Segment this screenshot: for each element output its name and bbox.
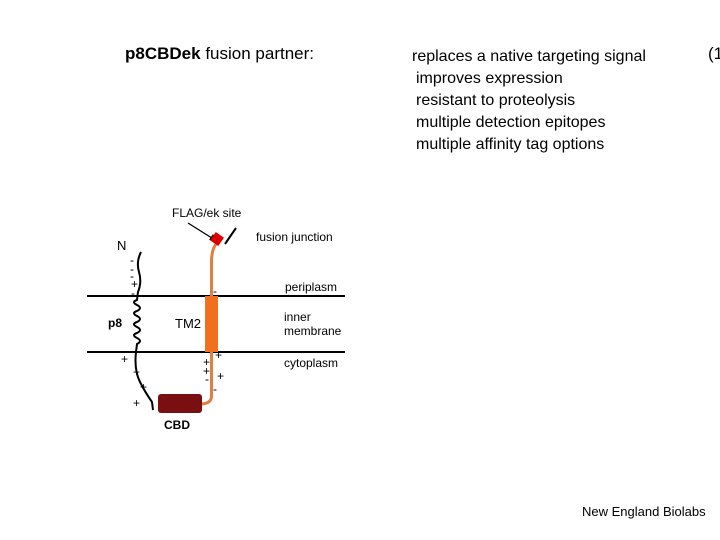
charge-minus: -: [131, 286, 135, 300]
p8-chain: [133, 251, 154, 411]
charge-minus: -: [213, 284, 217, 298]
feature-item: multiple detection epitopes: [416, 114, 606, 131]
charge-plus: +: [217, 369, 225, 383]
heading: p8CBDek fusion partner:: [125, 44, 314, 64]
feature-list: replaces a native targeting signal impro…: [412, 46, 646, 156]
tm2-label: TM2: [175, 316, 201, 331]
flag-label: FLAG/ek site: [172, 206, 242, 220]
fusion-junction-mark: [224, 227, 237, 245]
charge-plus: +: [215, 348, 223, 362]
fusion-junction-label: fusion junction: [256, 230, 333, 244]
flag-tag: [210, 232, 224, 246]
clipped-text: (1: [708, 44, 720, 63]
feature-item: resistant to proteolysis: [416, 92, 576, 109]
charge-minus: -: [213, 382, 217, 396]
charge-minus: -: [205, 372, 209, 386]
charge-plus: +: [203, 355, 211, 369]
inner-label: inner: [284, 310, 311, 324]
periplasmic-chain: [210, 243, 218, 296]
charge-plus: +: [203, 364, 211, 378]
p8-label: p8: [108, 316, 123, 330]
cbd-label: CBD: [164, 418, 190, 432]
charge-minus: -: [130, 253, 134, 267]
charge-plus: +: [121, 352, 129, 366]
feature-item: replaces a native targeting signal: [412, 48, 646, 65]
cytoplasm-label: cytoplasm: [284, 356, 339, 370]
membrane-label: membrane: [284, 324, 342, 338]
feature-item: multiple affinity tag options: [416, 136, 605, 153]
cbd-domain: [158, 394, 202, 413]
charge-plus: +: [133, 396, 141, 410]
flag-arrow: [187, 222, 216, 241]
charge-minus: -: [130, 262, 134, 276]
heading-bold: p8CBDek: [125, 44, 201, 63]
n-terminus-label: N: [117, 238, 127, 253]
charge-plus: +: [133, 365, 141, 379]
charge-plus: +: [131, 277, 139, 291]
periplasm-label: periplasm: [285, 280, 338, 294]
heading-rest: fusion partner:: [200, 44, 314, 63]
charge-plus: +: [140, 380, 148, 394]
credit-text: New England Biolabs: [582, 504, 706, 519]
tm2-helix: [205, 296, 218, 352]
cytoplasmic-chain: [199, 352, 213, 406]
charge-minus: -: [130, 269, 134, 283]
feature-item: improves expression: [416, 70, 563, 87]
